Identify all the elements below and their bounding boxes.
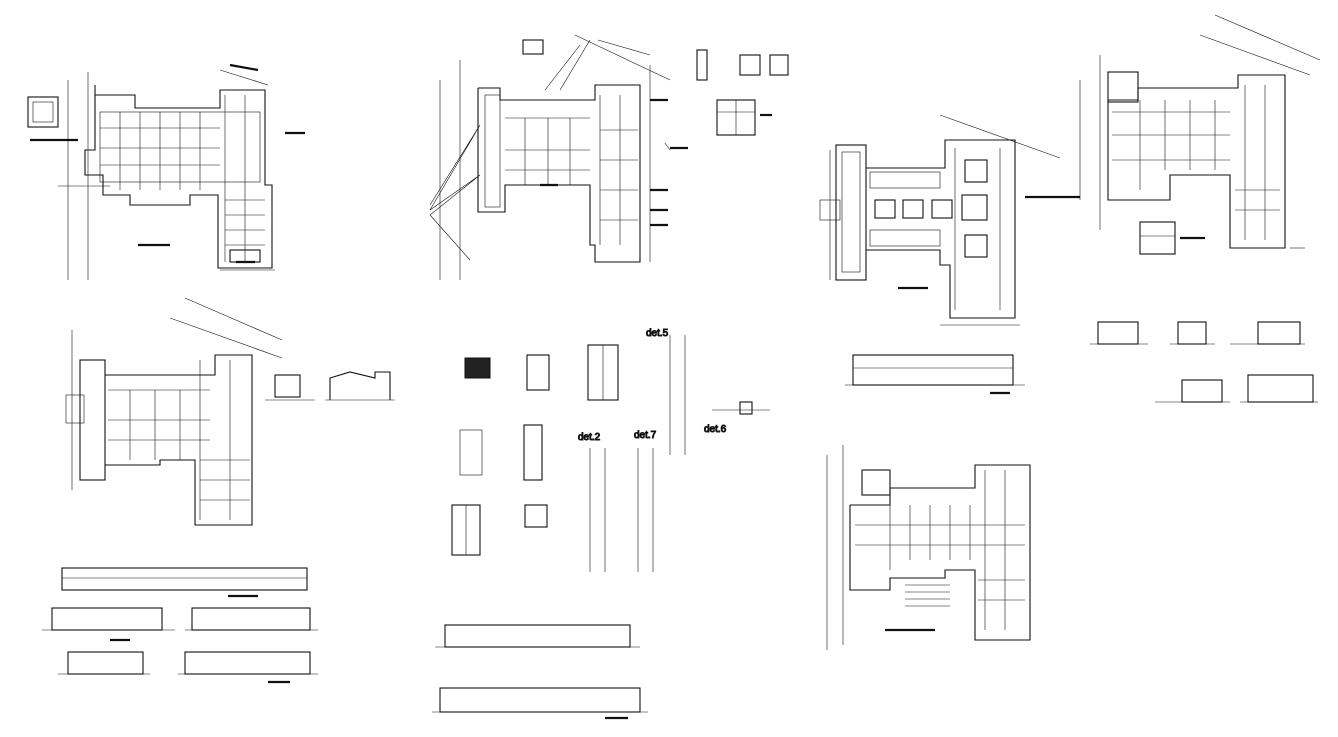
door-window-details: det.5 det.2 det.7 det.6 bbox=[451, 328, 770, 572]
detail-label-det7: det.7 bbox=[634, 430, 657, 441]
floor-plan-6 bbox=[826, 445, 1031, 650]
detail-label-det2: det.2 bbox=[578, 432, 601, 443]
detail-label-det5: det.5 bbox=[646, 328, 669, 339]
elevation-center-right bbox=[845, 354, 1025, 395]
floor-plan-2 bbox=[429, 34, 789, 280]
elevation-set-center bbox=[432, 624, 648, 720]
floor-plan-3 bbox=[819, 114, 1061, 326]
floor-plan-4 bbox=[1025, 14, 1321, 255]
detail-label-det6: det.6 bbox=[704, 424, 727, 435]
elevation-set-left bbox=[42, 567, 318, 684]
elevation-set-right bbox=[1090, 321, 1318, 403]
floor-plan-5 bbox=[65, 297, 395, 526]
floor-plan-1 bbox=[27, 63, 305, 280]
